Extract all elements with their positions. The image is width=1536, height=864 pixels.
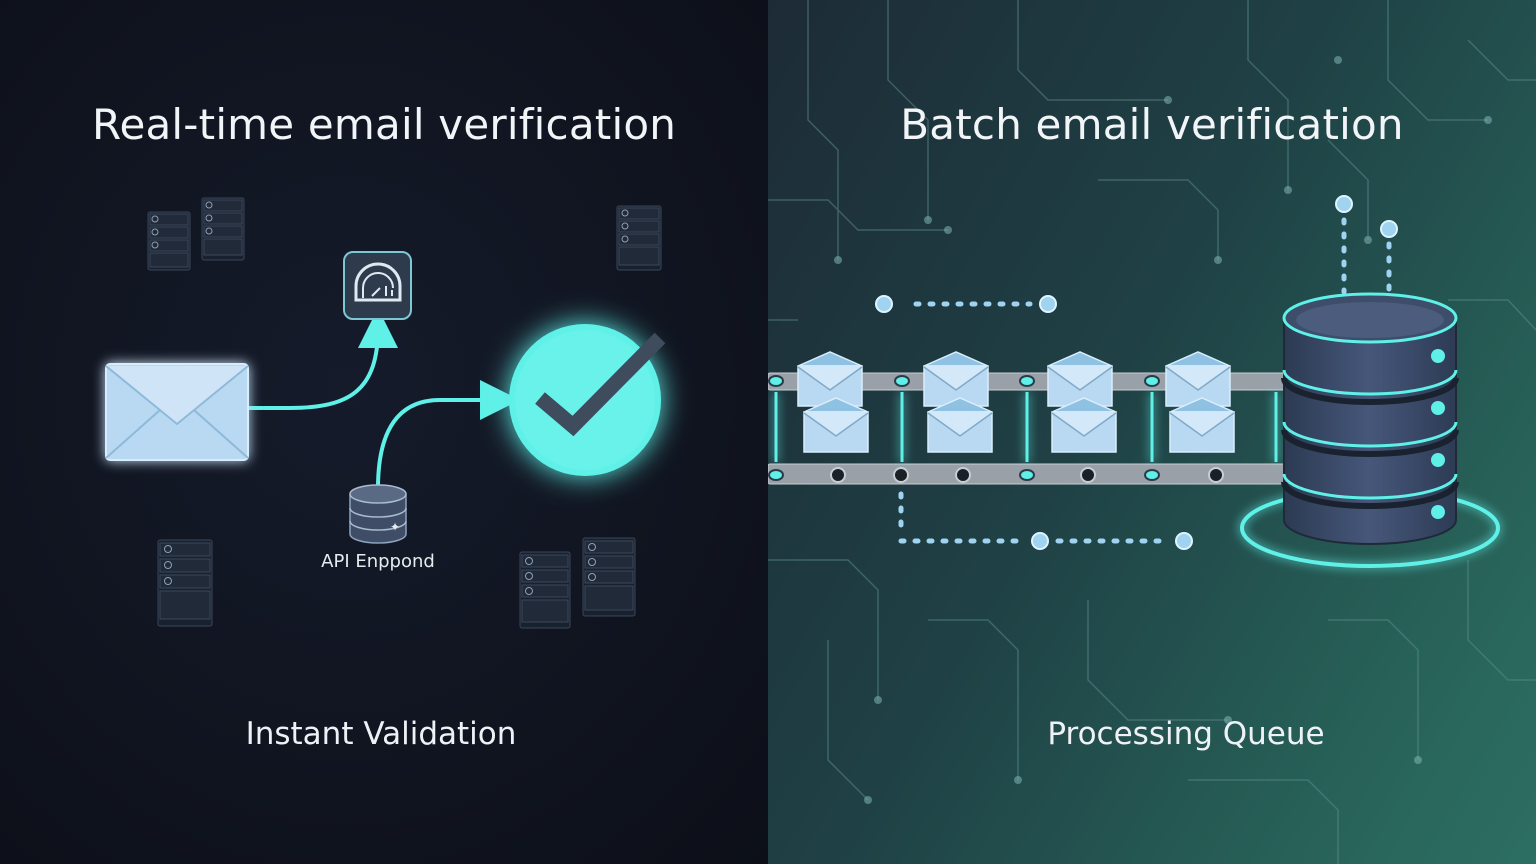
envelope-icon — [927, 397, 993, 453]
envelope-icon — [1047, 351, 1113, 407]
email-envelope-icon — [105, 363, 249, 461]
envelope-icon — [923, 351, 989, 407]
circuit-node-dots — [834, 56, 1492, 804]
api-endpoint-label: API Enppond — [321, 551, 435, 572]
server-rack-icon — [519, 551, 571, 629]
batch-panel: Batch email verification Processing Queu… — [768, 0, 1536, 864]
envelope-icon — [797, 351, 863, 407]
svg-text:✦: ✦ — [390, 520, 400, 534]
server-rack-icon — [616, 205, 662, 271]
batch-title: Batch email verification — [900, 100, 1404, 149]
envelope-icon — [1051, 397, 1117, 453]
dotted-connector — [875, 295, 1057, 313]
server-rack-icon — [582, 537, 636, 617]
server-rack-icon — [147, 211, 191, 271]
server-rack-icon — [157, 539, 213, 627]
dotted-connector — [898, 491, 1193, 550]
processing-queue-caption: Processing Queue — [1047, 716, 1325, 752]
flow-arrow — [248, 308, 398, 410]
batch-illustration — [768, 0, 1536, 864]
conveyor-belt — [768, 372, 1289, 485]
instant-validation-caption: Instant Validation — [245, 716, 517, 752]
dotted-connector — [1335, 195, 1398, 295]
circuit-trace-pattern — [768, 0, 1536, 864]
database-cylinder-icon — [1240, 292, 1500, 568]
envelope-queue — [797, 351, 1235, 453]
realtime-title: Real-time email verification — [91, 100, 677, 149]
realtime-illustration: ✦ — [105, 197, 666, 629]
envelope-icon — [1165, 351, 1231, 407]
envelope-icon — [803, 397, 869, 453]
realtime-panel: ✦ Real-time email verification API Enppo… — [0, 0, 768, 864]
api-database-icon: ✦ — [349, 484, 407, 544]
checkmark-success-icon — [509, 324, 666, 476]
gauge-icon — [343, 251, 412, 320]
server-rack-icon — [201, 197, 245, 261]
envelope-icon — [1169, 397, 1235, 453]
flow-arrow — [376, 380, 520, 489]
